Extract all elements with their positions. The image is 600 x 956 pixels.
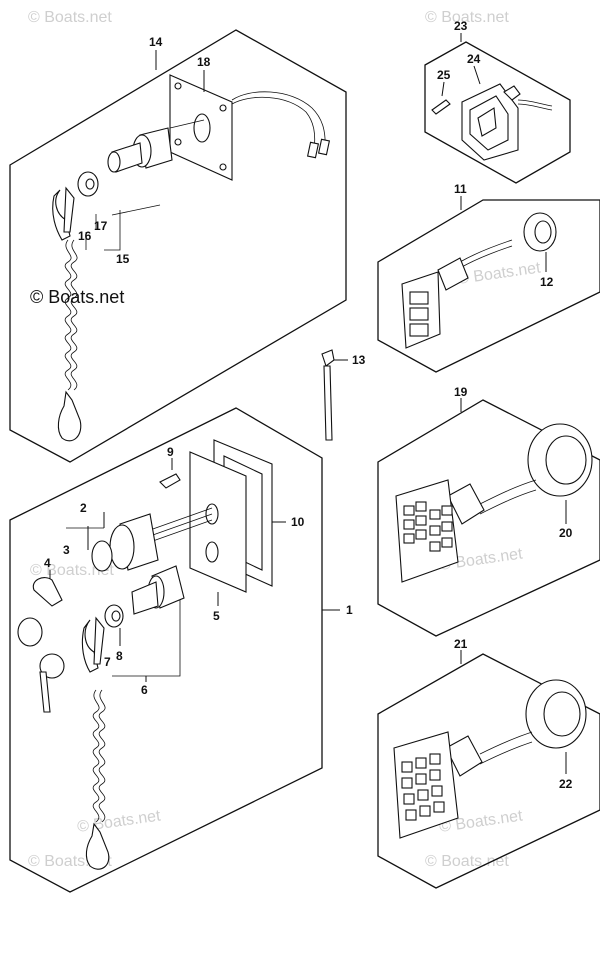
callout-6: 6 [141, 683, 148, 697]
group-14: 14 18 17 16 15 [9, 29, 347, 463]
callout-11: 11 [454, 182, 467, 196]
group-21: 21 22 [377, 637, 600, 889]
callout-16: 16 [78, 229, 92, 243]
callout-21: 21 [454, 637, 468, 651]
callout-7: 7 [104, 655, 111, 669]
callout-15: 15 [116, 252, 130, 266]
group-19: 19 20 [377, 385, 600, 637]
callout-12: 12 [540, 275, 554, 289]
watermark-bottom-right: © Boats.net [425, 853, 509, 870]
callout-14: 14 [149, 35, 163, 49]
callout-19: 19 [454, 385, 468, 399]
keypad-21 [401, 753, 445, 821]
callout-18: 18 [197, 55, 211, 69]
callout-10: 10 [291, 515, 305, 529]
keypad-19 [403, 501, 453, 552]
watermark-main: © Boats.net [30, 287, 124, 307]
callout-5: 5 [213, 609, 220, 623]
callout-23: 23 [454, 19, 468, 33]
callout-25: 25 [437, 68, 451, 82]
callout-22: 22 [559, 777, 573, 791]
group-23: 23 24 25 [424, 19, 571, 184]
callout-2: 2 [80, 501, 87, 515]
callout-24: 24 [467, 52, 481, 66]
callout-13: 13 [352, 353, 366, 367]
part-13: 13 [321, 349, 366, 441]
callout-20: 20 [559, 526, 573, 540]
callout-9: 9 [167, 445, 174, 459]
group-11: 11 12 [377, 182, 600, 373]
coil-cord-14 [64, 239, 78, 391]
coil-cord-1 [92, 689, 106, 823]
watermark-lower-left-2: © Boats.net [76, 807, 162, 836]
watermark-top-left: © Boats.net [28, 9, 112, 26]
callout-1: 1 [346, 603, 353, 617]
watermark-top-right: © Boats.net [425, 9, 509, 26]
callout-8: 8 [116, 649, 123, 663]
group-1: 1 9 10 5 2 3 4 [9, 407, 353, 893]
watermark-lower-left-1: © Boats.net [30, 562, 114, 579]
callout-3: 3 [63, 543, 70, 557]
callout-17: 17 [94, 219, 108, 233]
callout-4: 4 [44, 556, 51, 570]
watermark-mid-right-1: © Boats.net [456, 259, 542, 288]
